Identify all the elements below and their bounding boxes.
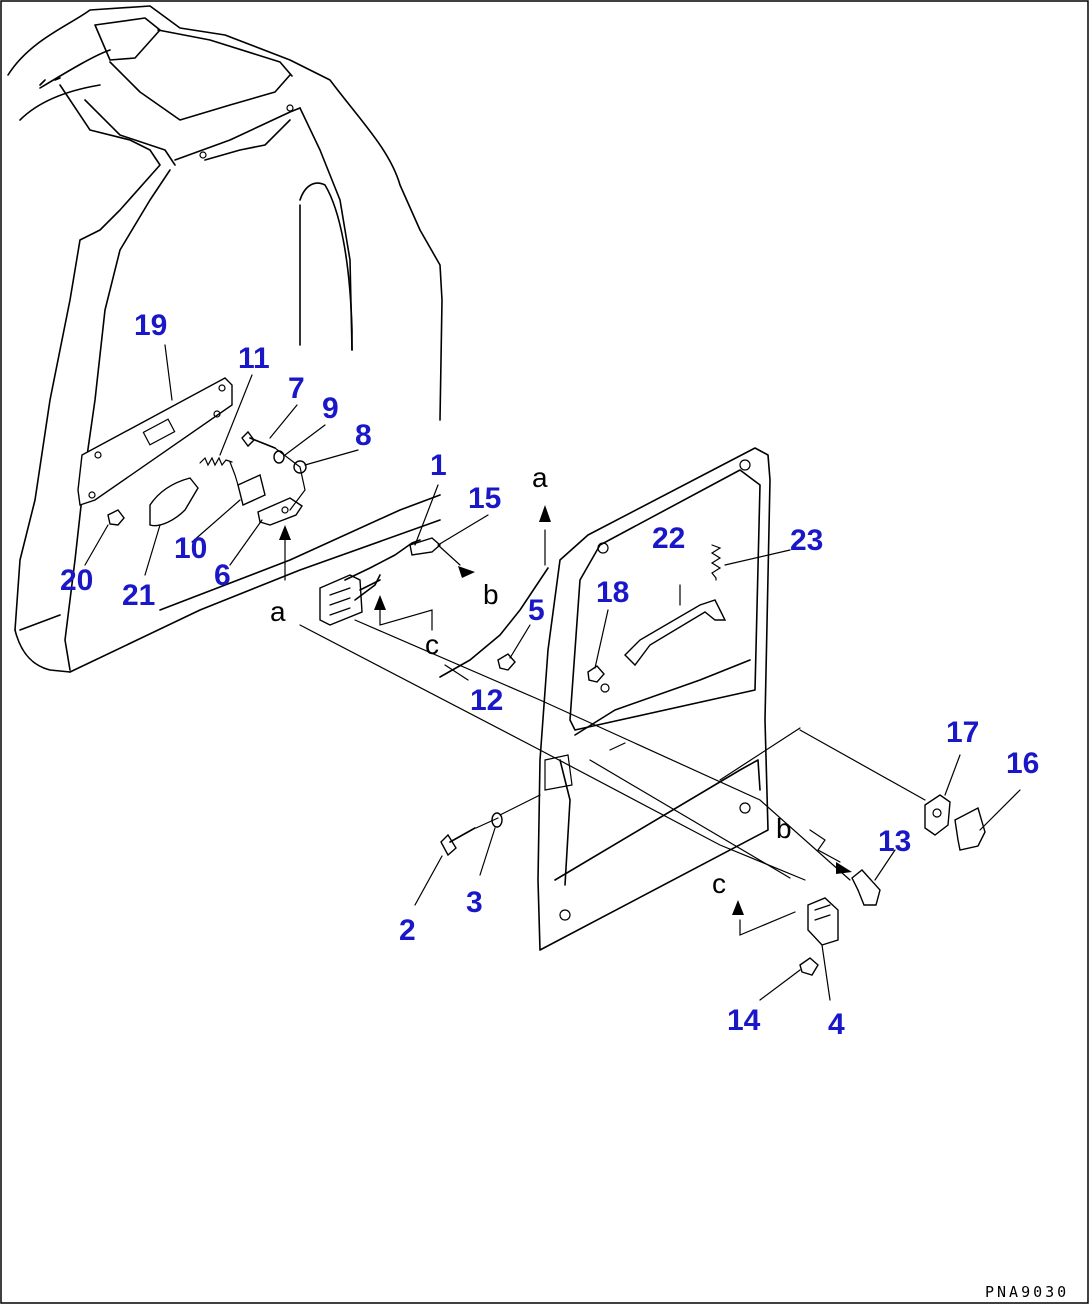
part-23-spring — [710, 544, 722, 581]
leader-lines — [84, 344, 1021, 1001]
callout-16: 16 — [1006, 747, 1039, 780]
callout-21: 21 — [122, 579, 155, 612]
callout-15: 15 — [468, 482, 501, 515]
part-20-clip — [107, 509, 125, 526]
callout-19: 19 — [134, 309, 167, 342]
callout-22: 22 — [652, 522, 685, 555]
ref-arrows — [279, 505, 852, 915]
callout-7: 7 — [288, 372, 305, 405]
part-19-panel — [77, 377, 233, 506]
part-10-plate — [237, 474, 266, 506]
callout-10: 10 — [174, 532, 207, 565]
part-13-catch — [851, 869, 881, 906]
part-14-bumper — [799, 957, 819, 976]
callout-18: 18 — [596, 576, 629, 609]
part-16-latch — [954, 806, 986, 851]
callouts: 19 11 7 9 8 1 15 10 6 20 21 5 12 22 23 1… — [60, 309, 1039, 1041]
callout-12: 12 — [470, 684, 503, 717]
part-5-nut — [497, 653, 516, 671]
callout-13: 13 — [878, 825, 911, 858]
assembly-lines — [229, 439, 926, 936]
callout-3: 3 — [466, 886, 483, 919]
part-12-rod — [439, 567, 549, 678]
door-outline — [537, 447, 771, 951]
callout-4: 4 — [828, 1008, 845, 1041]
part-3-washer — [491, 812, 503, 828]
part-11-spring — [199, 456, 233, 467]
callout-5: 5 — [528, 594, 545, 627]
callout-14: 14 — [727, 1004, 761, 1037]
ref-b-right: b — [776, 813, 792, 844]
reference-letters: a a b b c c — [270, 462, 792, 899]
callout-1: 1 — [430, 449, 447, 482]
callout-6: 6 — [214, 559, 231, 592]
part-15-pin — [409, 537, 442, 556]
part-21-cover — [149, 477, 199, 527]
part-4-striker — [807, 897, 839, 946]
ref-c-left: c — [425, 629, 439, 660]
part-2-bolt — [440, 827, 476, 857]
cab-outline — [7, 5, 443, 673]
drawing-number: PNA9030 — [985, 1283, 1069, 1301]
part-18-nut — [587, 665, 605, 683]
callout-8: 8 — [355, 419, 372, 452]
callout-2: 2 — [399, 914, 416, 947]
ref-b-left: b — [483, 579, 499, 610]
callout-17: 17 — [946, 716, 979, 749]
ref-a-top: a — [532, 462, 548, 493]
callout-11: 11 — [238, 342, 270, 375]
callout-20: 20 — [60, 564, 93, 597]
callout-23: 23 — [790, 524, 823, 557]
callout-9: 9 — [322, 392, 339, 425]
part-17-plate — [924, 794, 951, 836]
part-9-washer — [273, 450, 285, 464]
part-1-lock — [319, 539, 421, 626]
ref-c-right: c — [712, 868, 726, 899]
part-22-handle — [624, 599, 727, 667]
ref-a-bottom: a — [270, 596, 286, 627]
